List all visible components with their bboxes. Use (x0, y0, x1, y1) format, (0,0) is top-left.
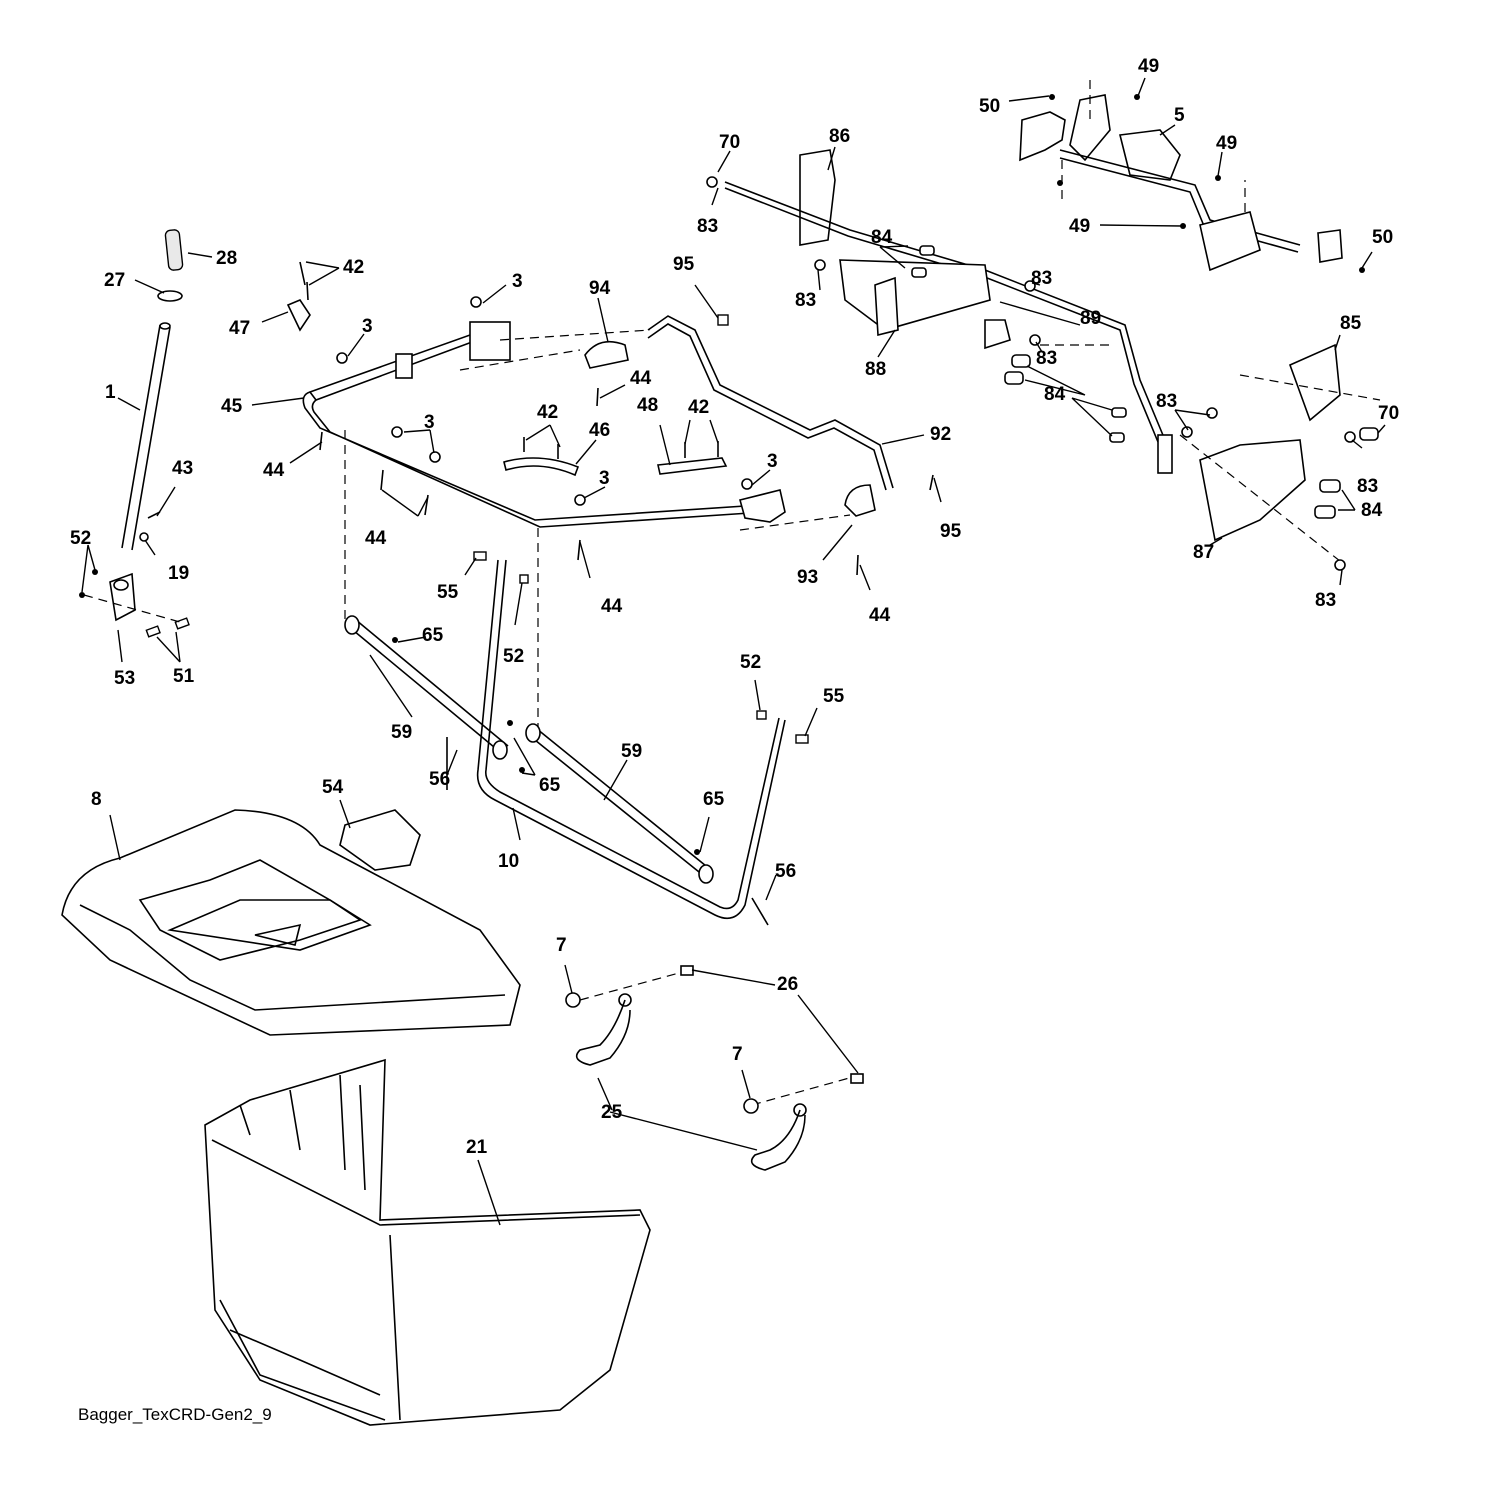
callout-92: 92 (930, 424, 951, 445)
callout-52: 52 (70, 528, 91, 549)
callout-83: 83 (1357, 476, 1378, 497)
callout-19: 19 (168, 563, 189, 584)
callout-26: 26 (777, 974, 798, 995)
bag-frame-upper (286, 261, 934, 730)
callout-83: 83 (1036, 348, 1057, 369)
callout-49: 49 (1138, 56, 1159, 77)
callout-3: 3 (424, 412, 435, 433)
callout-44: 44 (263, 460, 285, 481)
callout-54: 54 (322, 777, 344, 798)
callout-46: 46 (589, 420, 610, 441)
callout-52: 52 (740, 652, 761, 673)
callout-49: 49 (1069, 216, 1090, 237)
callout-83: 83 (795, 290, 816, 311)
callout-65: 65 (703, 789, 725, 810)
callout-3: 3 (767, 451, 778, 472)
callout-51: 51 (173, 666, 195, 687)
callout-56: 56 (429, 769, 450, 790)
callout-44: 44 (630, 368, 652, 389)
callout-83: 83 (1031, 268, 1052, 289)
callout-7: 7 (732, 1044, 743, 1065)
callout-55: 55 (823, 686, 845, 707)
callout-27: 27 (104, 270, 125, 291)
callout-25: 25 (601, 1102, 623, 1123)
callout-59: 59 (391, 722, 412, 743)
callout-47: 47 (229, 318, 250, 339)
callout-43: 43 (172, 458, 193, 479)
callout-42: 42 (688, 397, 709, 418)
callout-49: 49 (1216, 133, 1237, 154)
callout-1: 1 (105, 382, 116, 403)
callout-56: 56 (775, 861, 796, 882)
callout-85: 85 (1340, 313, 1362, 334)
callout-84: 84 (1361, 500, 1383, 521)
callout-44: 44 (869, 605, 891, 626)
callout-88: 88 (865, 359, 886, 380)
callout-65: 65 (422, 625, 444, 646)
callout-83: 83 (697, 216, 718, 237)
callout-21: 21 (466, 1137, 488, 1158)
callout-10: 10 (498, 851, 519, 872)
callout-42: 42 (537, 402, 558, 423)
callout-7: 7 (556, 935, 567, 956)
callout-3: 3 (599, 468, 610, 489)
callout-28: 28 (216, 248, 237, 269)
callout-44: 44 (601, 596, 623, 617)
callout-50: 50 (1372, 227, 1393, 248)
drawing-id-caption: Bagger_TexCRD-Gen2_9 (78, 1405, 272, 1424)
callout-52: 52 (503, 646, 524, 667)
callout-70: 70 (719, 132, 740, 153)
callout-44: 44 (365, 528, 387, 549)
callout-84: 84 (871, 227, 893, 248)
handle-rod-assembly (79, 229, 190, 638)
callout-87: 87 (1193, 542, 1214, 563)
callout-95: 95 (673, 254, 695, 275)
hitch-linkage (706, 80, 1381, 571)
bag-top-cover (61, 809, 521, 1036)
bag-body (204, 1058, 651, 1426)
callout-labels: 1 3 3 3 3 3 5 7 7 8 10 19 21 25 26 27 28… (70, 56, 1399, 1158)
callout-94: 94 (589, 278, 611, 299)
callout-5: 5 (1174, 105, 1185, 126)
callout-93: 93 (797, 567, 818, 588)
bag-frame-lower (344, 551, 809, 926)
leader-lines (81, 77, 1386, 1226)
callout-89: 89 (1080, 308, 1101, 329)
spring-hardware (565, 965, 864, 1171)
callout-8: 8 (91, 789, 102, 810)
callout-3: 3 (512, 271, 523, 292)
callout-95: 95 (940, 521, 962, 542)
callout-42: 42 (343, 257, 364, 278)
callout-65: 65 (539, 775, 561, 796)
callout-59: 59 (621, 741, 642, 762)
callout-83: 83 (1315, 590, 1336, 611)
callout-3: 3 (362, 316, 373, 337)
callout-55: 55 (437, 582, 459, 603)
callout-83: 83 (1156, 391, 1177, 412)
callout-48: 48 (637, 395, 658, 416)
callout-70: 70 (1378, 403, 1399, 424)
callout-50: 50 (979, 96, 1000, 117)
callout-53: 53 (114, 668, 135, 689)
callout-45: 45 (221, 396, 243, 417)
callout-84: 84 (1044, 384, 1066, 405)
callout-86: 86 (829, 126, 850, 147)
